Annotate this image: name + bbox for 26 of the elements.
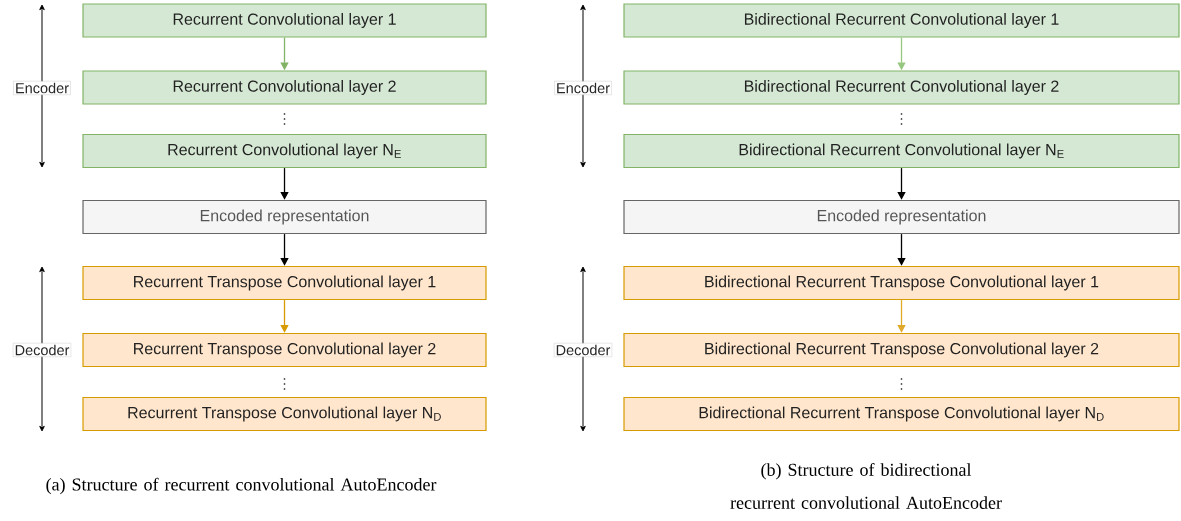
layer-box: Bidirectional Recurrent Transpose Convolutional layer N$_{D}$ <box>623 396 1180 432</box>
layer-box: Recurrent Transpose Convolutional layer 1 <box>82 265 487 301</box>
arrow <box>280 167 289 200</box>
section-label: Encoder <box>13 80 71 95</box>
layer-box: Recurrent Convolutional layer 1 <box>82 3 487 38</box>
layer-box: Bidirectional Recurrent Transpose Convolutional layer 2 <box>623 332 1180 368</box>
arrow <box>280 299 289 333</box>
caption: (a) Structure of recurrent convolutional AutoEncoder <box>46 477 437 495</box>
layer-box: Recurrent Transpose Convolutional layer N$_{D}$ <box>82 396 487 432</box>
layer-box: Encoded representation <box>623 199 1180 235</box>
layer-box: Bidirectional Recurrent Convolutional layer 1 <box>623 3 1180 38</box>
section-label: Encoder <box>554 80 612 95</box>
layer-box: Encoded representation <box>82 199 487 235</box>
arrow <box>897 299 906 333</box>
layer-box: Recurrent Convolutional layer N$_{E}$ <box>82 133 487 169</box>
layer-box: Recurrent Transpose Convolutional layer 2 <box>82 332 487 368</box>
section-label: Decoder <box>12 342 72 357</box>
layer-box: Bidirectional Recurrent Transpose Convolutional layer 1 <box>623 265 1180 301</box>
layer-box: Bidirectional Recurrent Convolutional layer 2 <box>623 70 1180 105</box>
section-label: Decoder <box>553 342 613 357</box>
arrow <box>280 233 289 266</box>
arrow <box>897 167 906 200</box>
layer-box: Bidirectional Recurrent Convolutional layer N$_{E}$ <box>623 133 1180 169</box>
arrow <box>897 233 906 266</box>
layer-box: Recurrent Convolutional layer 2 <box>82 70 487 105</box>
caption: (b) Structure of bidirectional recurrent convolutional AutoEncoder <box>730 463 1002 509</box>
